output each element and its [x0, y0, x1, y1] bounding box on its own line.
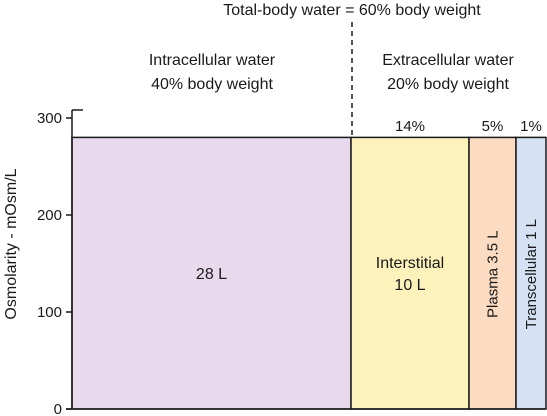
y-axis: 0 100 200 300	[37, 109, 546, 416]
compartments-group: 28 L Interstitial 10 L 14% Plasma 3.5 L 5% Tra…	[71, 118, 547, 410]
intracellular-title: Intracellular water	[149, 52, 276, 69]
y-tick-label: 200	[37, 207, 62, 224]
intracellular-subtitle: 40% body weight	[151, 76, 273, 93]
y-tick-label: 0	[54, 401, 62, 416]
extracellular-title: Extracellular water	[382, 52, 514, 69]
plasma-compartment	[468, 136, 517, 410]
intracellular-compartment	[71, 136, 352, 410]
interstitial-label: Interstitial	[376, 255, 444, 272]
transcellular-percent: 1%	[520, 118, 542, 135]
interstitial-label: 10 L	[394, 277, 425, 294]
y-tick-label: 300	[37, 110, 62, 127]
total-body-water-label: Total-body water = 60% body weight	[223, 2, 481, 19]
y-axis-label: Osmolarity - mOsm/L	[3, 168, 20, 319]
transcellular-label: Transcellular 1 L	[523, 219, 540, 329]
interstitial-percent: 14%	[395, 118, 425, 135]
y-tick-label: 100	[37, 304, 62, 321]
plasma-percent: 5%	[482, 118, 504, 135]
intracellular-label: 28 L	[196, 266, 227, 283]
extracellular-subtitle: 20% body weight	[387, 76, 509, 93]
interstitial-compartment	[350, 136, 470, 410]
plasma-label: Plasma 3.5 L	[484, 230, 501, 318]
